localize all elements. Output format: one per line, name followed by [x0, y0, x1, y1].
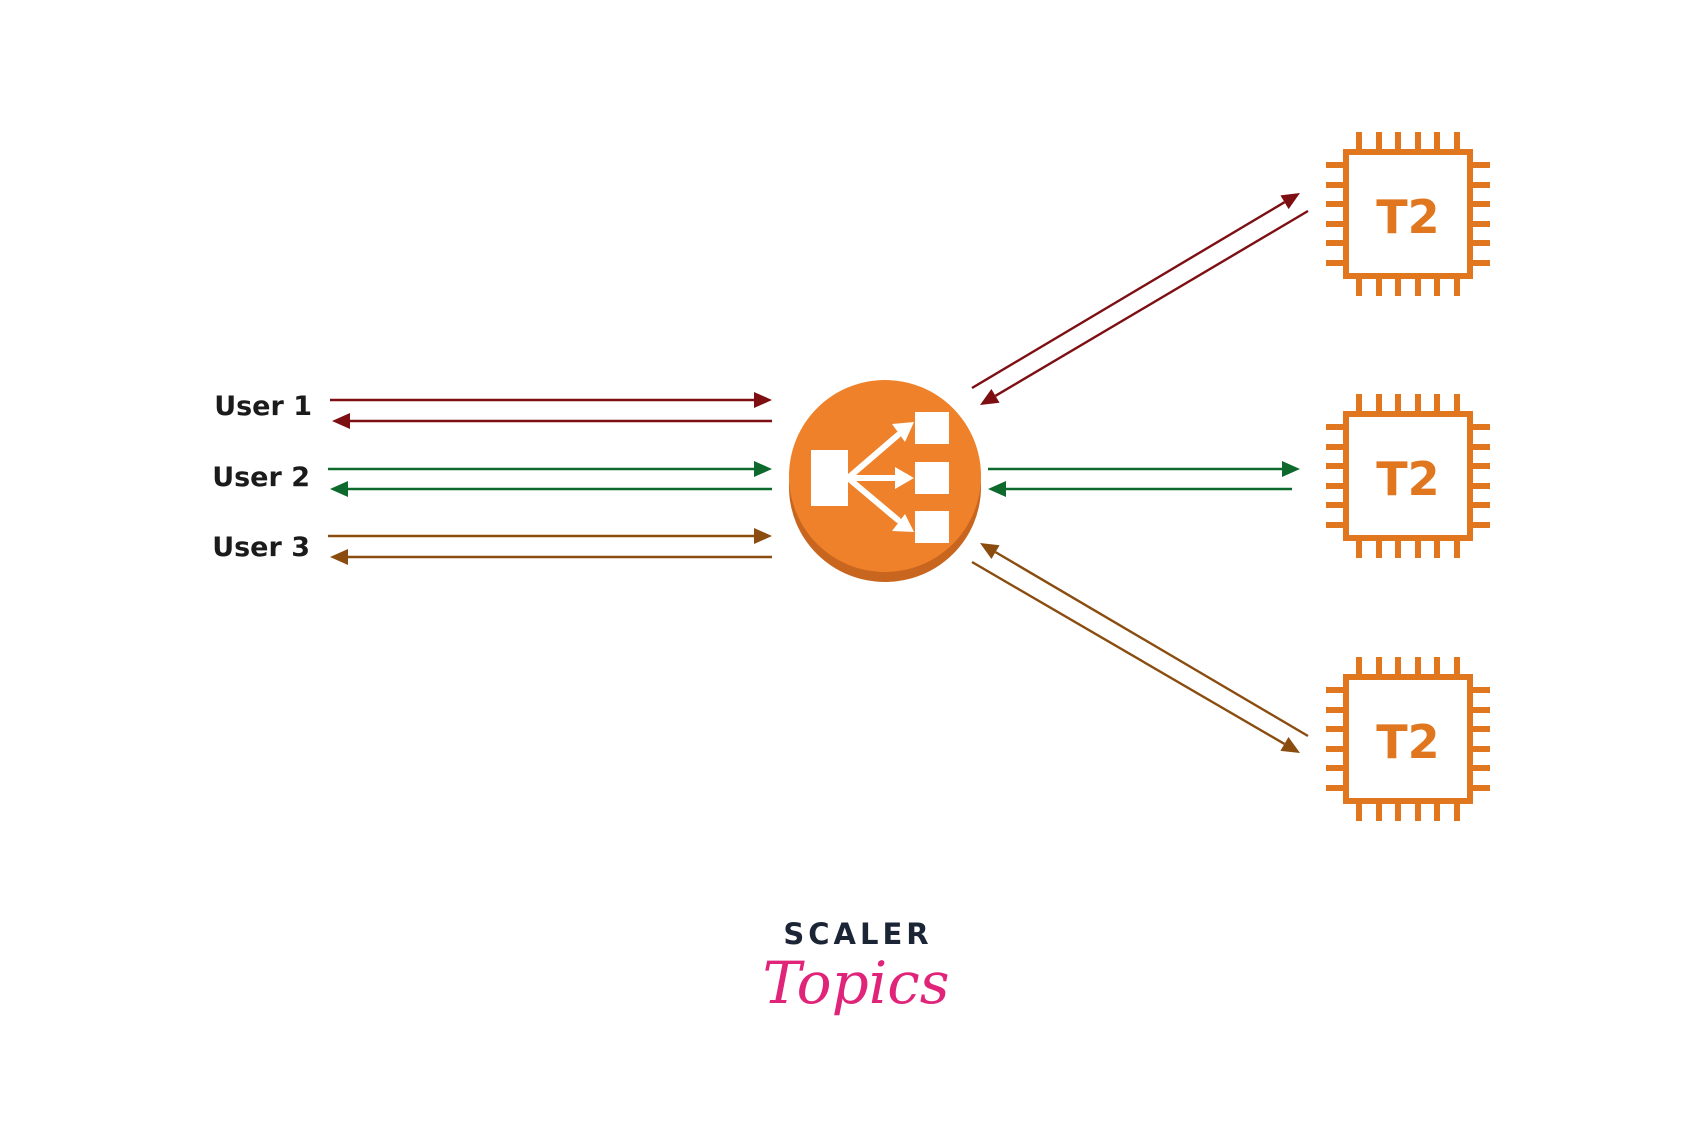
brand-logo-bottom: Topics [762, 949, 949, 1017]
ec2-instance-chip-icon [1326, 394, 1490, 558]
instance-1-label: T2 [1376, 190, 1439, 244]
ec2-instance-chip-icon [1326, 132, 1490, 296]
connection-arrows [328, 193, 1309, 753]
arrow-red [330, 392, 772, 408]
user-1-label: User 1 [214, 391, 312, 422]
arrow-brown [971, 560, 1300, 753]
arrow-brown [330, 549, 772, 565]
arrow-green [328, 461, 772, 477]
instance-3-label: T2 [1376, 715, 1439, 769]
arrow-red [980, 209, 1309, 405]
arrow-red [971, 193, 1300, 390]
arrow-brown [328, 528, 772, 544]
instance-2-label: T2 [1376, 452, 1439, 506]
user-3-label: User 3 [212, 532, 310, 563]
arrow-brown [980, 543, 1309, 738]
brand-logo-top: SCALER [783, 917, 932, 951]
arrow-green [988, 461, 1300, 477]
arrow-red [332, 413, 772, 429]
ec2-instances [1326, 132, 1490, 821]
arrow-green [330, 481, 772, 497]
load-balancer-icon [789, 380, 981, 582]
arrow-green [988, 481, 1292, 497]
user-2-label: User 2 [212, 462, 310, 493]
ec2-instance-chip-icon [1326, 657, 1490, 821]
